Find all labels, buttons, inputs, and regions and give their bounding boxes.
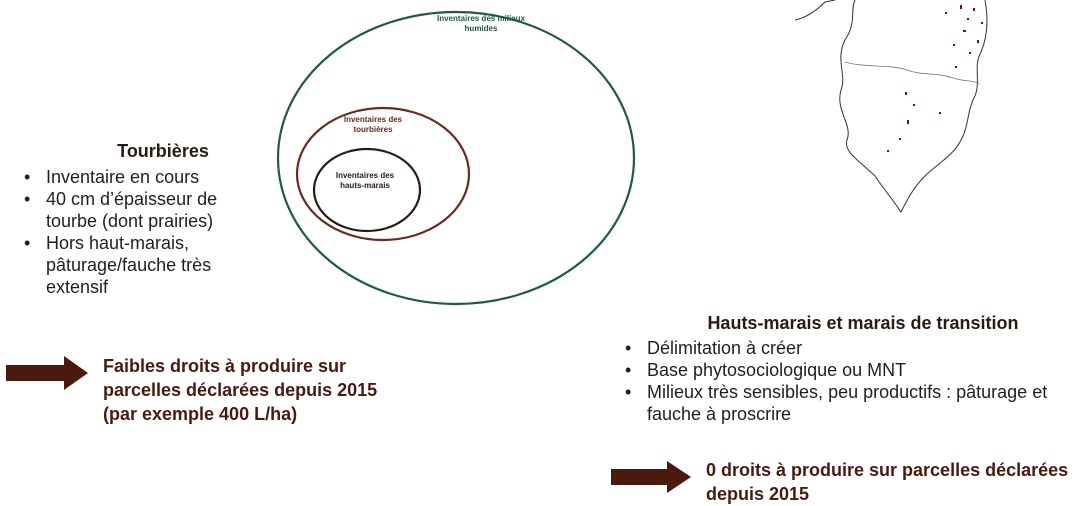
- region-map: [794, 0, 988, 213]
- region-map-outline: [794, 0, 988, 213]
- nested-inventories-diagram: [276, 10, 636, 306]
- hauts-marais-rights-note-line: 0 droits à produire sur parcelles déclar…: [706, 460, 1069, 480]
- outer-ellipse-label: Inventaires des milieux humides: [436, 14, 526, 33]
- hauts-marais-arrow-icon: [611, 461, 691, 493]
- tourbieres-bullet: Inventaire en cours: [22, 166, 272, 188]
- region-map-wetland-dots: [887, 5, 983, 152]
- hauts-marais-block: Hauts-marais et marais de transition Dél…: [623, 313, 1083, 425]
- tourbieres-bullet: 40 cm d’épaisseur de tourbe (dont prairi…: [22, 188, 272, 232]
- hauts-marais-bullet-list: Délimitation à créer Base phytosociologi…: [623, 337, 1083, 425]
- inner-ellipse-label: Inventaires des hauts-marais: [335, 171, 395, 190]
- middle-ellipse-label: Inventaires des tourbières: [343, 115, 403, 134]
- hauts-marais-bullet: Délimitation à créer: [623, 337, 1083, 359]
- hauts-marais-bullet: Base phytosociologique ou MNT: [623, 359, 1083, 381]
- tourbieres-arrow-icon: [6, 356, 88, 390]
- hauts-marais-title: Hauts-marais et marais de transition: [707, 313, 1019, 333]
- tourbieres-rights-note-line: parcelles déclarées depuis 2015: [103, 380, 378, 400]
- tourbieres-rights-note-line: Faibles droits à produire sur: [103, 356, 347, 376]
- middle-ellipse-tourbieres: [295, 106, 471, 242]
- tourbieres-rights-note: Faibles droits à produire sur parcelles …: [103, 354, 403, 426]
- region-map-border-line: [844, 61, 980, 85]
- tourbieres-rights-note-line: (par exemple 400 L/ha): [103, 404, 298, 424]
- hauts-marais-bullet: Milieux très sensibles, peu productifs :…: [623, 381, 1083, 425]
- outer-ellipse-milieux-humides: [276, 10, 636, 306]
- tourbieres-block: Tourbières Inventaire en cours 40 cm d’é…: [22, 141, 272, 298]
- tourbieres-title: Tourbières: [117, 141, 209, 161]
- tourbieres-bullet-list: Inventaire en cours 40 cm d’épaisseur de…: [22, 166, 272, 298]
- tourbieres-bullet: Hors haut-marais, pâturage/fauche très e…: [22, 232, 272, 298]
- hauts-marais-rights-note-line: depuis 2015: [706, 484, 810, 504]
- inner-ellipse-hauts-marais: [312, 147, 422, 233]
- hauts-marais-rights-note: 0 droits à produire sur parcelles déclar…: [706, 458, 1086, 506]
